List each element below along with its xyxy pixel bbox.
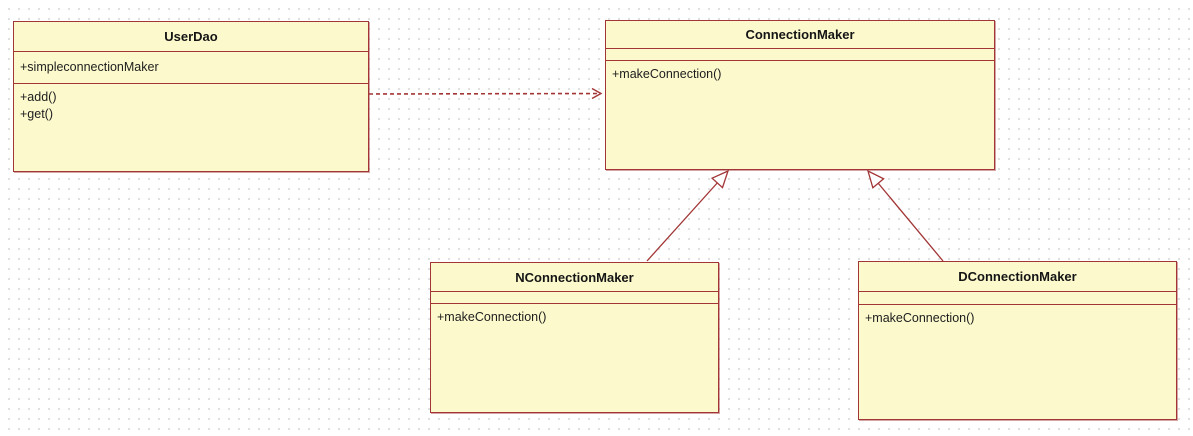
methods-compartment: +makeConnection() (606, 60, 994, 169)
method: +get() (20, 107, 54, 121)
methods-compartment: +add() +get() (14, 83, 368, 171)
generalization-line[interactable] (866, 169, 944, 262)
attributes-compartment-empty (431, 291, 718, 303)
class-name: ConnectionMaker (745, 27, 855, 42)
attributes-compartment-empty (606, 48, 994, 60)
attributes-compartment-empty (859, 291, 1176, 304)
methods-compartment: +makeConnection() (859, 304, 1176, 419)
class-box-dconnectionmaker[interactable]: DConnectionMaker +makeConnection() (858, 261, 1177, 420)
generalization-arrow-nconnectionmaker-to-connectionmaker[interactable] (646, 169, 730, 262)
method: +add() (20, 90, 57, 104)
method: +makeConnection() (612, 67, 722, 81)
dependency-arrow-userdao-to-connectionmaker[interactable] (368, 87, 603, 100)
class-box-nconnectionmaker[interactable]: NConnectionMaker +makeConnection() (430, 262, 719, 413)
class-name: DConnectionMaker (958, 269, 1077, 284)
attributes-compartment: +simpleconnectionMaker (14, 51, 368, 83)
generalization-arrow-dconnectionmaker-to-connectionmaker[interactable] (866, 169, 944, 262)
methods-compartment: +makeConnection() (431, 303, 718, 412)
attribute: +simpleconnectionMaker (20, 60, 159, 74)
generalization-line[interactable] (646, 169, 730, 262)
class-box-connectionmaker[interactable]: ConnectionMaker +makeConnection() (605, 20, 995, 170)
method: +makeConnection() (865, 311, 975, 325)
method: +makeConnection() (437, 310, 547, 324)
dependency-line[interactable] (368, 87, 603, 100)
class-name: UserDao (164, 29, 218, 44)
class-box-userdao[interactable]: UserDao +simpleconnectionMaker +add() +g… (13, 21, 369, 172)
class-name: NConnectionMaker (515, 269, 634, 285)
